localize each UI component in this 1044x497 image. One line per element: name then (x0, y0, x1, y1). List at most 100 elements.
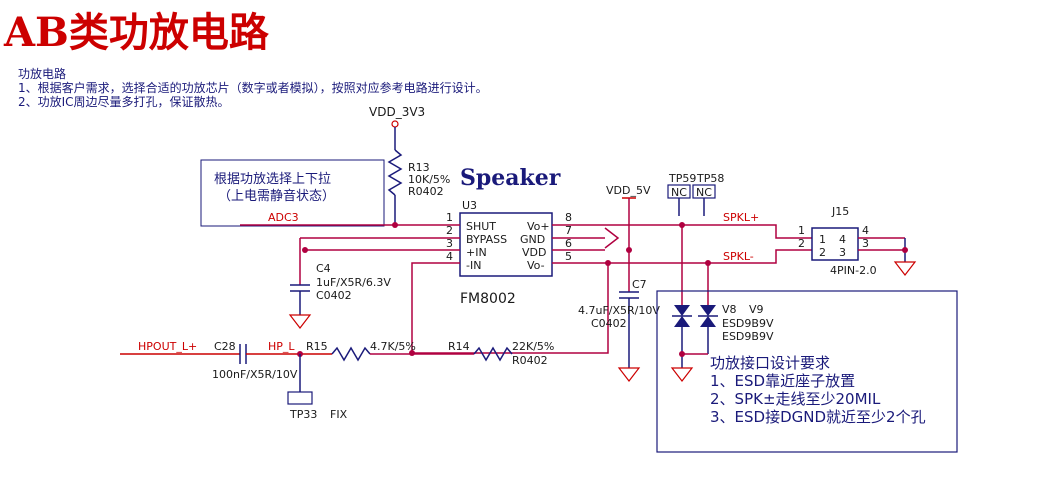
c7-package: C0402 (591, 317, 627, 330)
spkl-minus-label: SPKL- (723, 250, 754, 263)
note-line-1: 功放电路 (18, 66, 66, 81)
r14-resistor (473, 346, 513, 362)
gnd-arrow-icon (604, 227, 620, 249)
c4-value: 1uF/X5R/6.3V (316, 276, 391, 289)
c4-ref: C4 (316, 262, 331, 275)
j15-pin1-wire (770, 224, 812, 239)
page-title: AB类功放电路 (3, 9, 270, 56)
vdd-3v3-label: VDD_3V3 (369, 105, 425, 119)
junction-esd (679, 351, 685, 357)
junction-vdd5v (626, 247, 632, 253)
r14-ref: R14 (448, 340, 470, 353)
u3-ref: U3 (462, 199, 477, 212)
u3-pin7-name: GND (520, 233, 545, 246)
u3-pin6-num: 6 (565, 237, 572, 250)
j15-pin2-num: 2 (798, 237, 805, 250)
junction-pin3 (302, 247, 308, 253)
j15-inner-1: 1 (819, 233, 826, 246)
j15-part: 4PIN-2.0 (830, 264, 877, 277)
u3-pin5-name: Vo- (527, 259, 545, 272)
hpout-net-label: HPOUT_L+ (138, 340, 197, 353)
tp33-fix: FIX (330, 408, 348, 421)
c4-ground-icon (288, 314, 312, 329)
u3-pin2-num: 2 (446, 224, 453, 237)
tp59-nc: NC (671, 186, 687, 199)
u3-pin3-name: +IN (466, 246, 487, 259)
junction-pin4 (409, 350, 415, 356)
u3-pin1-num: 1 (446, 211, 453, 224)
r15-value: 4.7K/5% (370, 340, 416, 353)
j15-inner-2: 2 (819, 246, 826, 259)
u3-pin4-num: 4 (446, 250, 453, 263)
u3-body (459, 212, 553, 277)
tp58-nc: NC (696, 186, 712, 199)
r13-ref: R13 (408, 161, 430, 174)
note-line-2: 1、根据客户需求，选择合适的功放芯片（数字或者模拟），按照对应参考电路进行设计。 (18, 80, 488, 95)
u3-pin7-num: 7 (565, 224, 572, 237)
pull-note-line-1: 根据功放选择上下拉 (214, 172, 331, 187)
u3-pin8-name: Vo+ (527, 220, 550, 233)
r13-package: R0402 (408, 185, 444, 198)
u3-pin2-name: BYPASS (466, 233, 507, 246)
v9-ref: V9 (749, 303, 764, 316)
u3-pin6-name: VDD (522, 246, 546, 259)
adc3-net-label: ADC3 (268, 211, 299, 224)
j15-ground-icon (893, 261, 917, 276)
c28-value: 100nF/X5R/10V (212, 368, 298, 381)
c7-ref: C7 (632, 278, 647, 291)
u3-pin8-num: 8 (565, 211, 572, 224)
c7-value: 4.7uF/X5R/10V (578, 304, 660, 317)
note-line-3: 2、功放IC周边尽量多打孔，保证散热。 (18, 94, 230, 109)
u3-pin5-num: 5 (565, 250, 572, 263)
pull-note-line-2: （上电需静音状态） (218, 188, 335, 204)
tp33-ref: TP33 (289, 408, 317, 421)
j15-pin3-num: 3 (862, 237, 869, 250)
v8-tvs-icon-bottom (674, 316, 690, 327)
j15-pin2-wire (770, 249, 812, 264)
r15-ref: R15 (306, 340, 328, 353)
c4-package: C0402 (316, 289, 352, 302)
requirement-2: 2、SPK±走线至少20MIL (710, 390, 881, 408)
v8-part: ESD9B9V (722, 317, 774, 330)
r14-value: 22K/5% (512, 340, 554, 353)
j15-inner-3: 3 (839, 246, 846, 259)
junction-r13 (392, 222, 398, 228)
speaker-label: Speaker (460, 165, 561, 191)
v8-tvs-icon-top (674, 305, 690, 316)
c28-ref: C28 (214, 340, 236, 353)
j15-inner-4: 4 (839, 233, 846, 246)
r14-package: R0402 (512, 354, 548, 367)
r13-resistor (387, 149, 403, 196)
tp59-ref: TP59 (668, 172, 696, 185)
v9-tvs-icon-bottom (700, 316, 716, 327)
j15-pin4-num: 4 (862, 224, 869, 237)
v8-ref: V8 (722, 303, 737, 316)
v9-part: ESD9B9V (722, 330, 774, 343)
junction-v8 (679, 222, 685, 228)
hp-l-net-label: HP_L (268, 340, 295, 353)
requirements-title: 功放接口设计要求 (710, 354, 830, 372)
j15-ref: J15 (831, 205, 849, 218)
j15-body (811, 227, 859, 261)
u3-pin1-name: SHUT (466, 220, 496, 233)
v9-tvs-icon-top (700, 305, 716, 316)
requirements-box (656, 290, 958, 453)
u3-part: FM8002 (460, 291, 516, 307)
esd-ground-icon (670, 367, 694, 382)
u3-pin4-name: -IN (466, 259, 481, 272)
u3-pin3-num: 3 (446, 237, 453, 250)
pull-note-box (200, 159, 385, 227)
r15-resistor (331, 346, 371, 362)
tp33-pad (287, 391, 313, 405)
vdd-5v-label: VDD_5V (606, 184, 651, 197)
tp58-ref: TP58 (696, 172, 724, 185)
junction-j15 (902, 247, 908, 253)
requirement-3: 3、ESD接DGND就近至少2个孔 (710, 408, 926, 426)
spkl-plus-label: SPKL+ (723, 211, 759, 224)
junction-v9 (705, 260, 711, 266)
junction-pin5 (605, 260, 611, 266)
c7-ground-icon (617, 367, 641, 382)
j15-pin1-num: 1 (798, 224, 805, 237)
